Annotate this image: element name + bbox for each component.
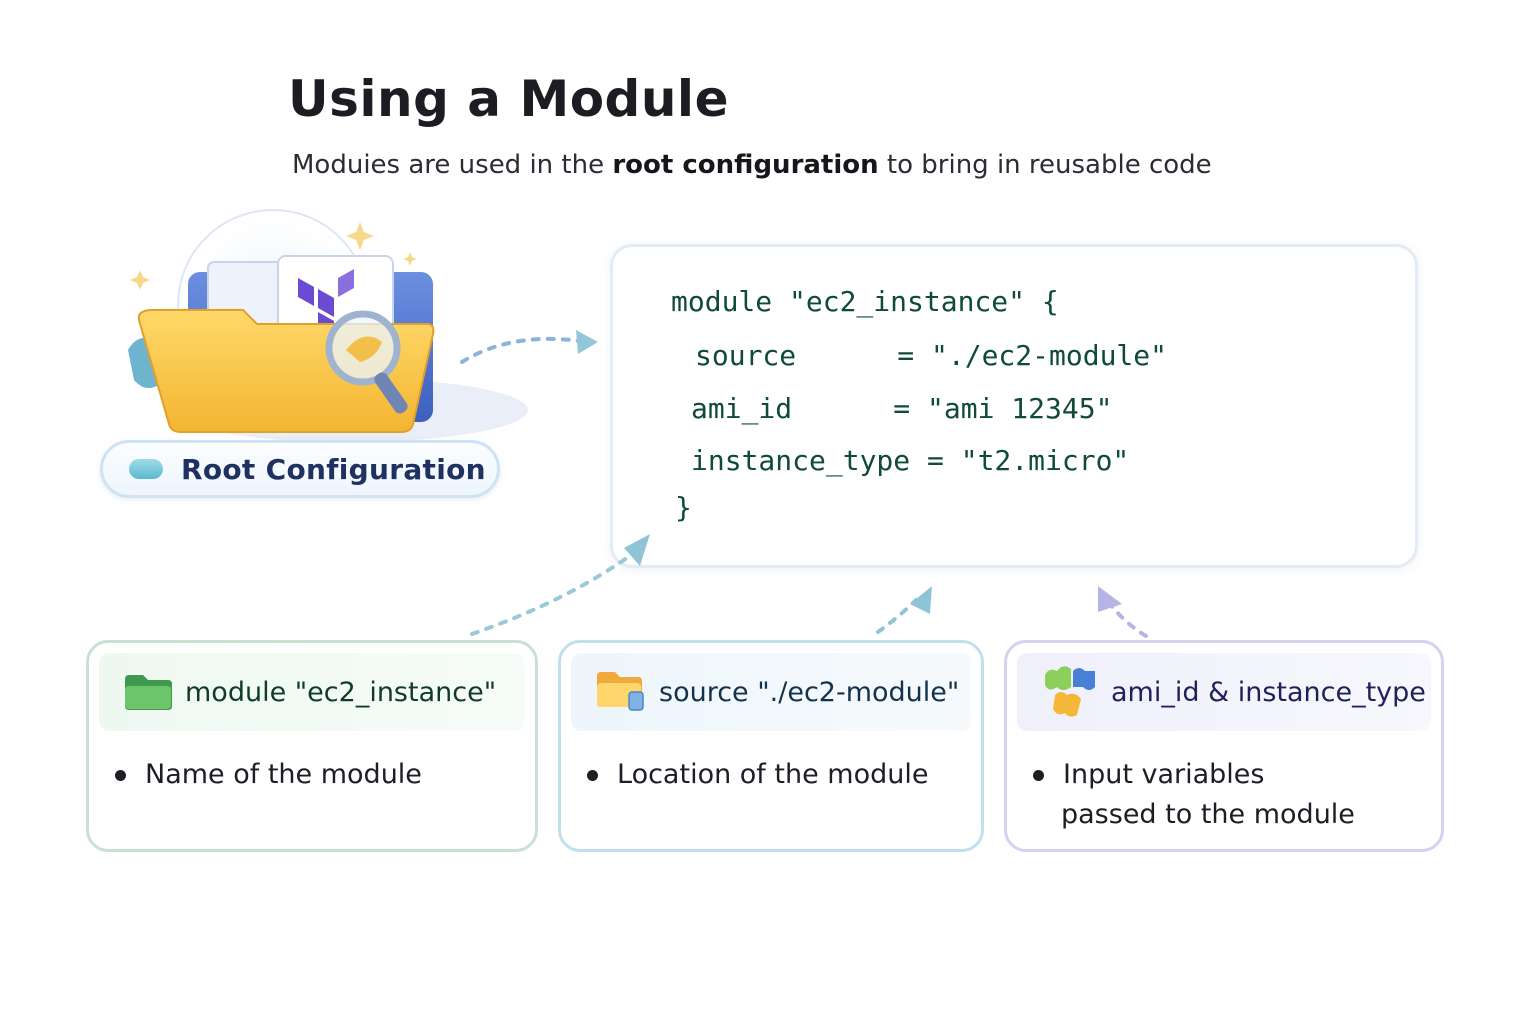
card-module-source: source "./ec2-module" Location of the mo…: [558, 640, 984, 852]
card-module-source-header: source "./ec2-module": [571, 653, 971, 731]
subtitle-after: to bring in reusable code: [878, 150, 1212, 180]
card-input-variables-body: Input variables passed to the module: [1033, 755, 1355, 835]
arrowhead-root: [576, 330, 598, 354]
card-module-name-text: Name of the module: [145, 759, 422, 790]
code-line-close-brace: }: [675, 491, 692, 524]
code-line-source: source = "./ec2-module": [695, 339, 1168, 372]
pill-dot-icon: [129, 459, 163, 479]
arrow-card1-to-code: [470, 548, 640, 636]
root-configuration-label: Root Configuration: [181, 452, 486, 486]
bullet-icon: [115, 770, 126, 781]
card-input-variables-header: ami_id & instance_type: [1017, 653, 1431, 731]
page-subtitle: Moduies are used in the root configurati…: [292, 150, 1212, 180]
arrow-card2-to-code: [876, 598, 918, 634]
subtitle-before: Moduies are used in the: [292, 150, 613, 180]
card-input-variables-title: ami_id & instance_type: [1111, 676, 1426, 708]
card-module-name-header: module "ec2_instance": [99, 653, 525, 731]
card-input-variables: ami_id & instance_type Input variables p…: [1004, 640, 1444, 852]
code-block: module "ec2_instance" { source = "./ec2-…: [610, 244, 1418, 568]
folder-magnifier-illustration-icon: [128, 209, 528, 442]
root-configuration-pill: Root Configuration: [100, 440, 500, 498]
code-line-module: module "ec2_instance" {: [671, 285, 1059, 318]
card-module-source-title: source "./ec2-module": [659, 676, 960, 708]
page-title: Using a Module: [288, 70, 729, 128]
arrowhead-card2: [910, 586, 932, 614]
card-input-variables-text-1: Input variables: [1063, 759, 1265, 790]
arrowhead-card3: [1098, 586, 1122, 612]
card-input-variables-text-2: passed to the module: [1061, 799, 1355, 830]
card-module-name: module "ec2_instance" Name of the module: [86, 640, 538, 852]
bullet-icon: [587, 770, 598, 781]
card-module-name-title: module "ec2_instance": [185, 676, 497, 708]
code-line-instance-type: instance_type = "t2.micro": [691, 444, 1130, 477]
card-module-source-body: Location of the module: [587, 755, 929, 795]
card-module-source-text: Location of the module: [617, 759, 929, 790]
subtitle-bold: root configuration: [612, 150, 879, 180]
bullet-icon: [1033, 770, 1044, 781]
puzzle-pieces-icon: [1045, 666, 1095, 717]
green-folder-icon: [125, 675, 172, 710]
arrow-card3-to-code: [1108, 602, 1148, 638]
card-module-name-body: Name of the module: [115, 755, 422, 795]
yellow-folder-icon: [597, 672, 644, 711]
code-line-ami-id: ami_id = "ami 12345": [691, 392, 1113, 425]
